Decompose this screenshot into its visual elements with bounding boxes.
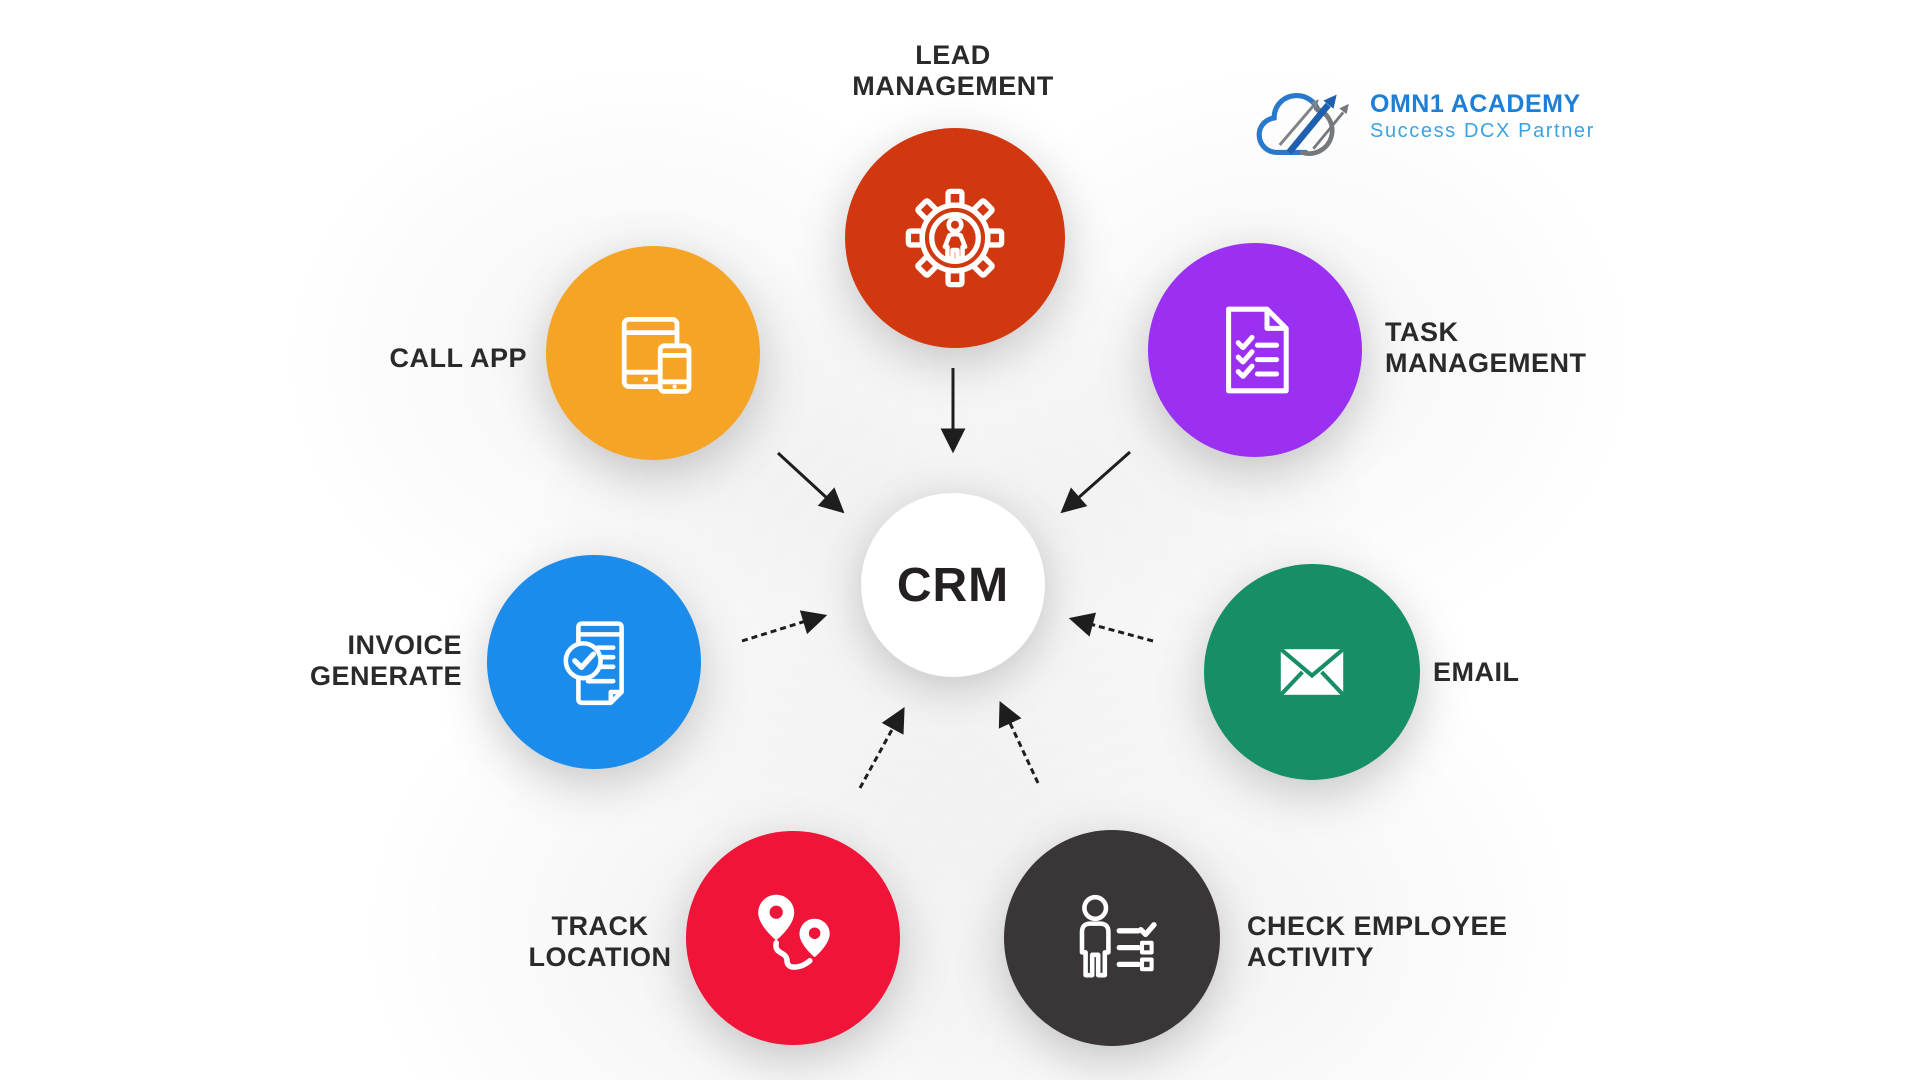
thin-gray-arrow [1312,110,1345,150]
task-management-circle [1148,243,1362,457]
envelope-icon [1279,647,1345,697]
logo-tagline: Success DCX Partner [1370,119,1595,142]
arrowhead-email [1068,612,1096,637]
tablet-phone-icon [621,317,692,394]
big-blue-arrowhead [1323,94,1337,109]
arrow-task-to-crm [1076,450,1131,501]
track-location-circle [686,831,900,1045]
checklist-document-icon [1226,306,1289,394]
call-app-circle [546,246,760,460]
arrow-call-to-crm [776,451,830,501]
gear-person-icon [905,188,1005,288]
arrow-email-to-crm [1089,622,1154,643]
omn1-academy-logo: OMN1 ACADEMY Success DCX Partner [1248,64,1678,169]
logo-name: OMN1 ACADEMY [1370,89,1581,118]
arrow-invoice-to-crm [741,619,807,643]
arrowhead-track [881,707,905,735]
invoice-generate-circle [487,555,701,769]
check-employee-activity-label: CHECK EMPLOYEE ACTIVITY [1247,911,1508,972]
arrow-track-to-crm [858,725,896,789]
lead-management-circle [845,128,1065,348]
lead-management-label: LEAD MANAGEMENT [852,40,1054,101]
check-employee-activity-circle [1004,830,1220,1046]
arrowhead-task [1060,487,1088,514]
map-pins-route-icon [758,894,830,970]
email-label: EMAIL [1433,657,1520,687]
call-app-label: CALL APP [389,343,527,373]
thin-gray-arrowhead [1339,103,1349,114]
invoice-check-icon [563,621,624,706]
invoice-generate-label: INVOICE GENERATE [309,630,462,691]
cloud-outline [1256,92,1321,155]
logo-text: OMN1 ACADEMY Success DCX Partner [1370,89,1595,143]
big-blue-arrow [1286,102,1331,155]
email-circle [1204,564,1420,780]
crm-center-circle: CRM [861,493,1045,677]
arrowhead-lead [940,428,966,454]
cloud-growth-arrows-icon [1256,92,1349,156]
arrow-check-to-crm [1008,722,1040,784]
small-gray-arrow [1278,104,1315,146]
small-gray-arrowhead [1311,98,1319,109]
arrowhead-invoice [799,610,828,635]
crm-label: CRM [896,558,1010,612]
arrowhead-call [817,487,845,514]
employee-checklist-icon [1079,894,1157,978]
task-management-label: TASK MANAGEMENT [1385,317,1587,378]
arrowhead-check [998,700,1022,729]
track-location-label: TRACK LOCATION [528,911,672,972]
